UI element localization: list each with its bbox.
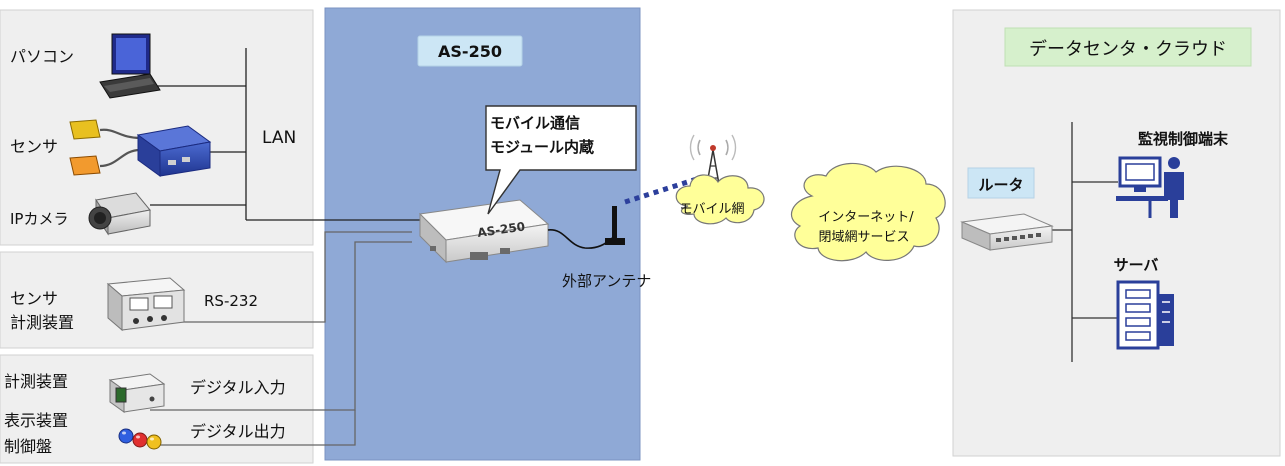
- left-panel-lan: [0, 9, 314, 246]
- datacenter-title: データセンタ・クラウド: [1029, 39, 1227, 60]
- pc-label: パソコン: [10, 47, 74, 66]
- display-label-1: 表示装置: [4, 411, 68, 430]
- measure-device-icon: [108, 373, 166, 413]
- callout-line-1: モバイル通信: [490, 114, 580, 132]
- rs232-label: RS-232: [204, 292, 258, 310]
- as250-router-icon: AS-250: [418, 199, 550, 264]
- serial-digital-wiring: [150, 231, 412, 446]
- mobile-network-cloud: モバイル網: [675, 174, 765, 225]
- measuring-instrument-icon: [106, 277, 186, 332]
- antenna-label: 外部アンテナ: [562, 272, 651, 290]
- measure-label: 計測装置: [4, 372, 68, 391]
- server-label: サーバ: [1114, 256, 1159, 274]
- digital-in-label: デジタル入力: [190, 378, 286, 397]
- monitoring-terminal-icon: [1116, 156, 1184, 218]
- digital-out-label: デジタル出力: [190, 422, 286, 441]
- internet-cloud: インターネット/ 閉域網サービス: [790, 162, 946, 262]
- laptop-icon: [99, 33, 161, 99]
- lan-label: LAN: [262, 128, 296, 148]
- dc-router-label: ルータ: [978, 176, 1023, 194]
- io-gateway-icon: [136, 125, 212, 177]
- lan-wiring: [150, 48, 430, 221]
- sensor-measure-label-2: 計測装置: [10, 313, 74, 332]
- monitor-label: 監視制御端末: [1138, 130, 1229, 148]
- sensor-yellow-icon: [69, 119, 101, 140]
- callout-bubble: モバイル通信 モジュール内蔵: [485, 105, 637, 215]
- sensor-label: センサ: [10, 137, 58, 156]
- datacenter-wiring: [1050, 122, 1118, 362]
- callout-line-2: モジュール内蔵: [490, 138, 594, 156]
- mobile-network-label: モバイル網: [679, 202, 744, 217]
- sensor-measure-label-1: センサ: [10, 289, 58, 308]
- sensor-orange-icon: [69, 155, 101, 176]
- datacenter-title-badge: [1004, 27, 1252, 67]
- dc-router-badge: [967, 167, 1035, 199]
- sensor-wires: [99, 128, 141, 168]
- internet-label-2: 閉域網サービス: [818, 230, 909, 245]
- device-title-badge: [417, 35, 523, 67]
- external-antenna-icon: [605, 206, 625, 245]
- ip-camera-icon: [88, 192, 151, 236]
- ip-camera-label: IPカメラ: [10, 210, 68, 228]
- wireless-link: [624, 175, 701, 205]
- internet-label-1: インターネット/: [818, 210, 914, 225]
- signal-lamp-icon: [118, 428, 162, 450]
- display-label-2: 制御盤: [4, 437, 52, 456]
- dc-router-icon: [960, 213, 1054, 251]
- device-title: AS-250: [438, 42, 502, 61]
- router-body-label: AS-250: [476, 219, 525, 240]
- server-icon: [1116, 280, 1174, 350]
